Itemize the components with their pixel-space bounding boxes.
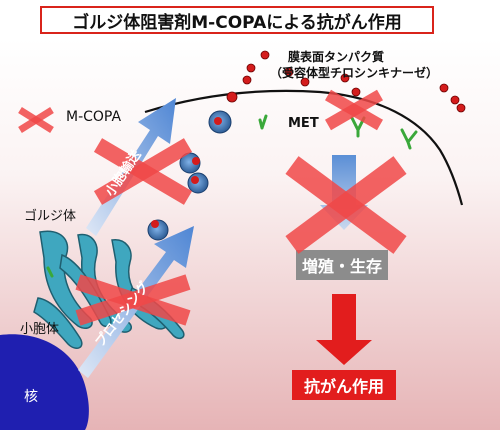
vesicles [147,110,232,241]
title-box: ゴルジ体阻害剤M-COPAによる抗がん作用 [40,6,434,34]
membrane-protein-label-1: 膜表面タンパク質 [288,50,385,64]
nucleus-shape [0,334,89,430]
nucleus-label: 核 [24,389,38,405]
met-label: MET [288,116,319,131]
growth-box: 増殖・生存 [301,257,382,276]
membrane-protein-label-2: （受容体型チロシンキナーゼ） [270,66,439,80]
inhibition-crosses [18,89,407,326]
page-title: ゴルジ体阻害剤M-COPAによる抗がん作用 [72,12,402,33]
golgi-label: ゴルジ体 [24,209,77,224]
anticancer-box-bg [292,370,396,400]
ligand-dots [226,50,466,113]
legend-label: M-COPA [66,109,122,125]
effect-down-arrow [316,294,372,365]
growth-box-bg [296,250,388,280]
vesicle-body-label: 小胞体 [20,322,60,337]
anticancer-box: 抗がん作用 [303,377,384,396]
